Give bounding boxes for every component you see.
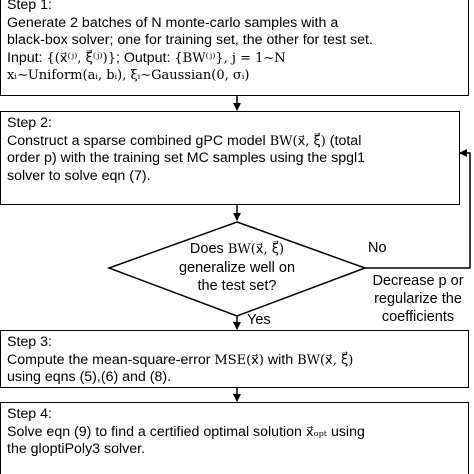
distribution-math: xᵢ∼Uniform(aᵢ, bᵢ), ξᵢ∼Gaussian(0, σᵢ)	[7, 68, 250, 83]
step3-line-1: Compute the mean-square-error MSE(x⃗) wi…	[7, 352, 462, 370]
decision-line-3: the test set?	[197, 278, 277, 294]
step1-line-2: black-box solver; one for training set, …	[7, 32, 373, 48]
step3-line-1-mid: with	[263, 351, 298, 368]
step2-title: Step 2:	[7, 115, 52, 131]
decision-model-math: BW(x⃗, ξ⃗)	[227, 242, 285, 257]
step4-line-1-post: using	[327, 423, 365, 440]
step2-model-math: BW(x⃗, ξ⃗)	[269, 133, 326, 149]
step1-line-1: Generate 2 batches of N monte-carlo samp…	[7, 14, 339, 31]
mse-math: MSE(x⃗)	[214, 352, 264, 368]
step2-line-1-pre: Construct a sparse combined gPC model	[7, 132, 270, 149]
arrow-no-feedback	[365, 149, 471, 269]
feedback-line-3: coefficients	[381, 309, 455, 325]
yes-label: Yes	[247, 312, 271, 328]
decision-line-1: Does BW(x⃗, ξ⃗)	[137, 240, 337, 259]
feedback-line-1: Decrease p or	[372, 273, 464, 289]
decision-line-2: generalize well on	[178, 260, 296, 276]
step1-title: Step 1:	[7, 0, 52, 13]
step2-line-1: Construct a sparse combined gPC model BW…	[7, 133, 453, 151]
step3-box: Step 3: Compute the mean-square-error MS…	[0, 330, 469, 388]
step2-line-1-post: (total	[325, 132, 362, 149]
no-label: No	[368, 240, 387, 256]
step3-model-math: BW(x⃗, ξ⃗)	[297, 352, 354, 368]
xopt-math: x⃗ₒₚₜ	[305, 424, 327, 440]
step4-line-1: Solve eqn (9) to find a certified optima…	[7, 424, 462, 442]
step2-line-2: order p) with the training set MC sample…	[7, 150, 366, 166]
step4-line-2: the gloptiPoly3 solver.	[7, 441, 146, 457]
step1-box: Step 1: Generate 2 batches of N monte-ca…	[0, 0, 469, 96]
decision-text: Does BW(x⃗, ξ⃗) generalize well on the t…	[137, 240, 337, 295]
step4-box: Step 4: Solve eqn (9) to find a certifie…	[0, 402, 469, 474]
step4-title: Step 4:	[7, 406, 52, 422]
decision-line-1-pre: Does	[189, 241, 228, 257]
feedback-line-2: regularize the	[374, 291, 462, 307]
input-math: {(x⃗⁽ʲ⁾, ξ⃗⁽ʲ⁾)}	[46, 50, 116, 66]
step3-line-2: using eqns (5),(6) and (8).	[7, 369, 172, 385]
step1-io-line: Input: {(x⃗⁽ʲ⁾, ξ⃗⁽ʲ⁾)}; Output: {BW⁽ʲ⁾}…	[7, 50, 462, 68]
step3-line-1-pre: Compute the mean-square-error	[7, 351, 215, 368]
step2-box: Step 2: Construct a sparse combined gPC …	[0, 111, 460, 205]
output-math: {BW⁽ʲ⁾}, j = 1∼N	[174, 50, 286, 66]
output-label: ; Output:	[116, 49, 171, 66]
feedback-label: Decrease p or regularize the coefficient…	[363, 272, 473, 326]
input-label: Input:	[7, 49, 43, 66]
step3-title: Step 3:	[7, 334, 52, 350]
step2-line-3: solver to solve eqn (7).	[7, 167, 151, 184]
step4-line-1-pre: Solve eqn (9) to find a certified optima…	[7, 423, 306, 440]
